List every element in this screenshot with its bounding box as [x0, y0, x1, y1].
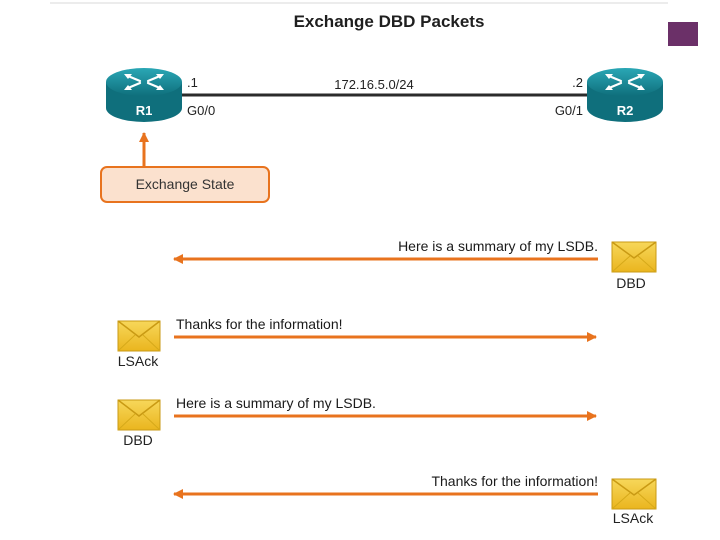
message-2-packet-label: LSAck	[118, 353, 159, 369]
network-label: 172.16.5.0/24	[334, 77, 414, 92]
router-r1-icon	[106, 68, 182, 122]
message-3-packet-label: DBD	[123, 432, 153, 448]
envelope-icon	[117, 399, 161, 431]
router-r2-label: R2	[617, 103, 634, 118]
r1-interface: G0/0	[187, 103, 215, 118]
message-2-text: Thanks for the information!	[176, 316, 343, 332]
router-r1-label: R1	[136, 103, 153, 118]
envelope-icon	[611, 478, 657, 510]
message-3-text: Here is a summary of my LSDB.	[176, 395, 376, 411]
r2-ip-suffix: .2	[572, 75, 583, 90]
diagram-title: Exchange DBD Packets	[294, 12, 485, 31]
message-4-packet-label: LSAck	[613, 510, 654, 526]
r2-interface: G0/1	[555, 103, 583, 118]
exchange-state-box	[100, 166, 270, 203]
message-4-text: Thanks for the information!	[431, 473, 598, 489]
exchange-state-label: Exchange State	[136, 176, 235, 192]
envelope-icon	[611, 241, 657, 273]
message-1-text: Here is a summary of my LSDB.	[398, 238, 598, 254]
corner-block	[668, 22, 698, 46]
message-1-packet-label: DBD	[616, 275, 646, 291]
r1-ip-suffix: .1	[187, 75, 198, 90]
router-r2-icon	[587, 68, 663, 122]
envelope-icon	[117, 320, 161, 352]
